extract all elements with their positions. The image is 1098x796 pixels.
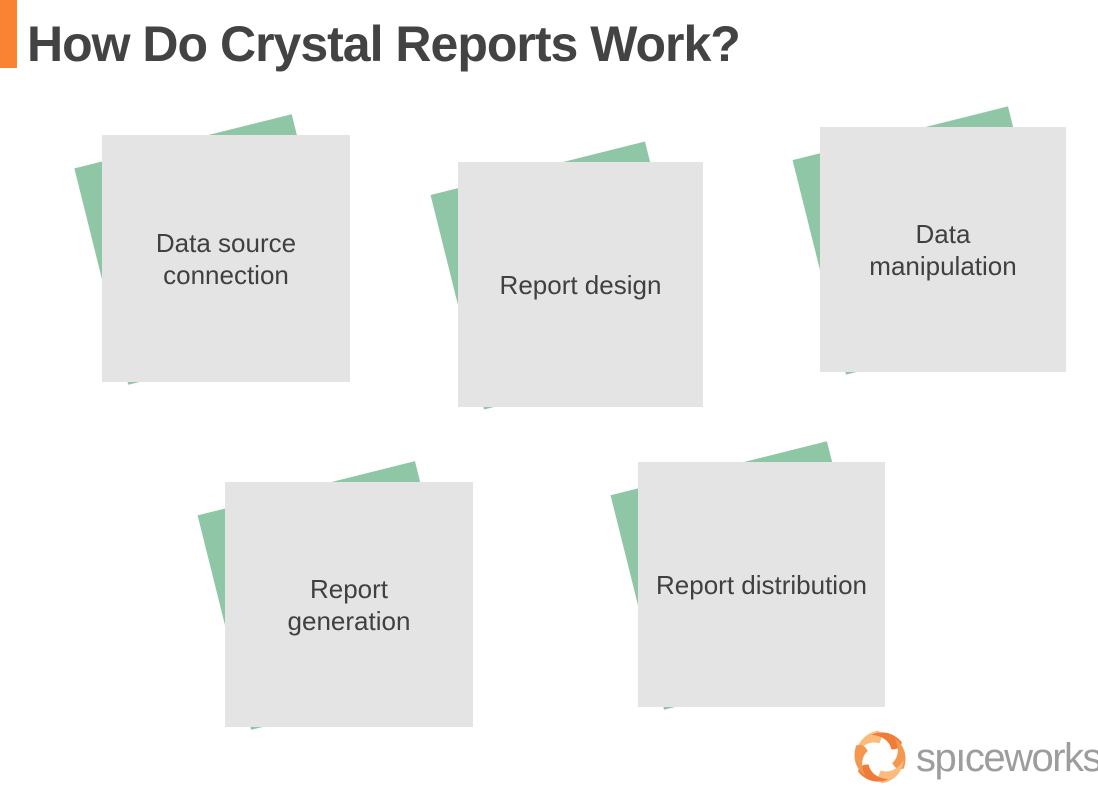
card-label-line1: Report distribution xyxy=(656,569,867,600)
card-label-line2: manipulation xyxy=(869,250,1017,281)
card-data-manipulation: Data manipulation xyxy=(792,106,1066,375)
card-data-source-connection: Data source connection xyxy=(74,114,350,385)
card-label-line1: Report xyxy=(309,573,389,604)
card-label-line2: generation xyxy=(287,605,411,636)
spiceworks-logo: spıceworks xyxy=(851,728,1098,786)
card-front: Data manipulation xyxy=(820,127,1066,372)
logo-wordmark: spıceworks xyxy=(916,736,1098,780)
title-accent-bar xyxy=(0,0,17,68)
pinwheel-petal xyxy=(878,760,904,784)
card-front: Report generation xyxy=(225,482,473,727)
card-label-line1: Report design xyxy=(499,269,662,300)
card-front: Data source connection xyxy=(102,135,350,382)
pinwheel-petal xyxy=(856,730,882,754)
pinwheel-petal xyxy=(858,764,889,782)
card-front: Report distribution xyxy=(638,462,885,707)
card-report-design: Report design xyxy=(430,141,703,410)
card-label-line1: Data xyxy=(915,218,971,249)
pinwheel-petal xyxy=(871,732,902,750)
spiceworks-pinwheel-icon xyxy=(854,730,906,784)
page-title: How Do Crystal Reports Work? xyxy=(27,16,741,72)
card-report-generation: Report generation xyxy=(197,461,473,730)
pinwheel-petal xyxy=(854,744,868,776)
card-label-line2: connection xyxy=(163,259,289,290)
card-front: Report design xyxy=(458,162,703,407)
card-report-distribution: Report distribution xyxy=(610,441,885,710)
pinwheel-petal xyxy=(892,738,906,770)
card-label-line1: Data source xyxy=(155,227,297,258)
